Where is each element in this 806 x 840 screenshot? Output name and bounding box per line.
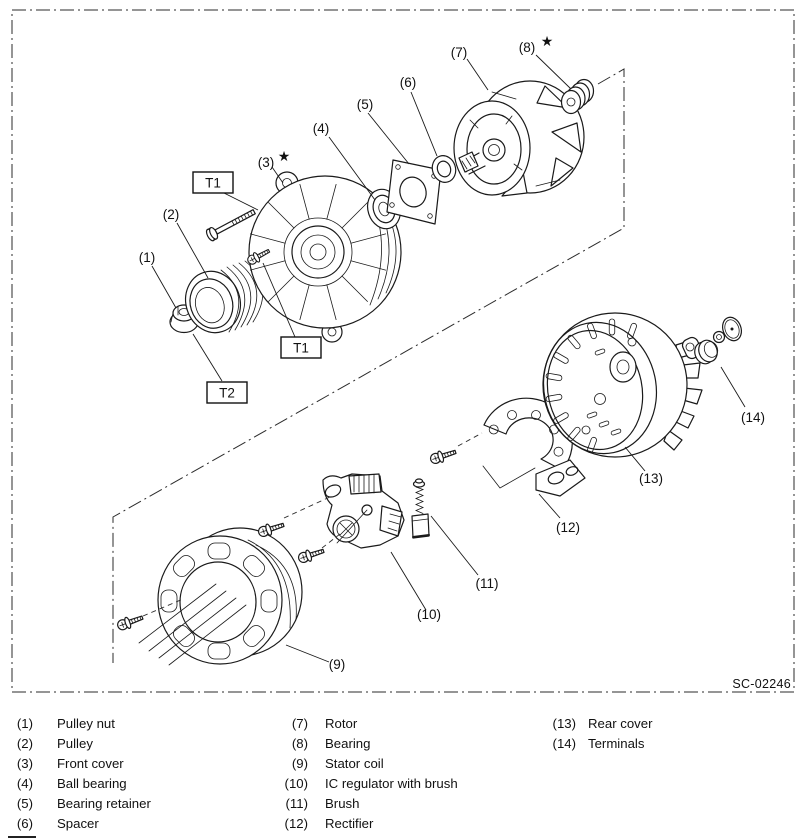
legend-num: (3) (16, 755, 33, 771)
torque-box-t1-top (192, 171, 234, 194)
diagram-code: SC-02246 (732, 677, 791, 691)
phantom-border-frame (11, 9, 795, 693)
legend-label: Brush (325, 795, 360, 811)
torque-label-t1-top: T1 (205, 176, 221, 191)
legend-column-2: (7) Rotor (8) Bearing (9) Stator coil (10) I… (280, 713, 458, 833)
legend-item-12: (12) Rectifier (280, 813, 458, 833)
callout-9: (9) (329, 657, 346, 672)
legend-num: (10) (284, 775, 308, 791)
legend-column-3: (13) Rear cover (14) Terminals (544, 713, 653, 753)
legend-label: Ball bearing (57, 775, 127, 791)
torque-box-t2 (206, 381, 248, 404)
callout-13: (13) (639, 471, 663, 486)
legend-column-1: (1) Pulley nut (2) Pulley (3) Front cover (… (13, 713, 151, 833)
callout-2: (2) (163, 207, 180, 222)
front-cover-part (248, 171, 402, 343)
rectifier-screw-part (428, 445, 458, 467)
callout-3: (3) (258, 155, 275, 170)
torque-label-t2: T2 (219, 386, 235, 401)
phantom-divider-line (112, 68, 625, 663)
torque-box-t1-bottom (280, 336, 322, 359)
callout-5: (5) (357, 97, 374, 112)
legend-num: (5) (16, 795, 33, 811)
legend-item-6: (6) Spacer (13, 813, 151, 833)
callout-6: (6) (400, 75, 417, 90)
legend-item-8: (8) Bearing (280, 733, 458, 753)
regulator-screw-1-part (256, 518, 286, 540)
legend-num: (6) (16, 815, 33, 831)
legend-label: Front cover (57, 755, 124, 771)
insertion-axis-lines (142, 432, 483, 617)
rear-bearing-part (560, 78, 595, 115)
upper-assembly (169, 78, 595, 343)
rear-cover-vents (545, 318, 637, 454)
legend-label: Pulley nut (57, 715, 115, 731)
callout-8: (8) (519, 40, 536, 55)
stator-coil-part (157, 527, 303, 665)
stator-windings (160, 542, 278, 660)
stator-bolt-part (115, 611, 145, 633)
legend-label: Rotor (325, 715, 358, 731)
legend-label: Rectifier (325, 815, 374, 831)
page-bottom-rule (8, 836, 36, 838)
note-star-icon-8: ★ (541, 33, 554, 49)
through-bolt-part (204, 205, 258, 243)
legend-num: (4) (16, 775, 33, 791)
callout-1: (1) (139, 250, 156, 265)
legend-item-7: (7) Rotor (280, 713, 458, 733)
callout-10: (10) (417, 607, 441, 622)
legend-item-11: (11) Brush (280, 793, 458, 813)
stator-alignment-lines (138, 583, 247, 666)
legend-item-13: (13) Rear cover (544, 713, 653, 733)
legend-label: Rear cover (588, 715, 653, 731)
legend-label: Stator coil (325, 755, 384, 771)
legend-item-10: (10) IC regulator with brush (280, 773, 458, 793)
legend-label: Pulley (57, 735, 93, 751)
legend-num: (12) (284, 815, 308, 831)
legend-item-2: (2) Pulley (13, 733, 151, 753)
torque-boxes: T1 T1 T2 (192, 171, 322, 404)
regulator-screw-2-part (296, 544, 326, 566)
legend-item-9: (9) Stator coil (280, 753, 458, 773)
rear-cover-part (542, 312, 703, 458)
legend-label: Bearing retainer (57, 795, 151, 811)
ic-regulator-part (322, 473, 405, 549)
spacer-part (431, 155, 457, 183)
brush-part (411, 478, 430, 539)
pulley-part (184, 260, 264, 334)
legend-item-3: (3) Front cover (13, 753, 151, 773)
cover-fins (250, 184, 386, 320)
legend-label: Terminals (588, 735, 645, 751)
torque-label-t1-bottom: T1 (293, 341, 309, 356)
legend-num: (8) (291, 735, 308, 751)
bearing-retainer-part (386, 159, 442, 225)
legend-item-1: (1) Pulley nut (13, 713, 151, 733)
legend-item-14: (14) Terminals (544, 733, 653, 753)
rotor-part (453, 80, 585, 197)
legend-num: (2) (16, 735, 33, 751)
terminals-part (681, 316, 743, 365)
legend-label: Bearing (325, 735, 371, 751)
legend-item-4: (4) Ball bearing (13, 773, 151, 793)
legend-num: (7) (291, 715, 308, 731)
note-star-icon-3: ★ (278, 148, 291, 164)
callout-14: (14) (741, 410, 765, 425)
callout-4: (4) (313, 121, 330, 136)
legend-num: (13) (552, 715, 576, 731)
legend-num: (9) (291, 755, 308, 771)
callout-12: (12) (556, 520, 580, 535)
legend-num: (1) (16, 715, 33, 731)
legend-num: (11) (285, 795, 308, 811)
legend-label: Spacer (57, 815, 99, 831)
leader-lines (151, 54, 746, 663)
legend-num: (14) (552, 735, 576, 751)
legend-item-5: (5) Bearing retainer (13, 793, 151, 813)
exploded-view-figure: T1 T1 T2 (1) (2) (3) ★ (4) (5) (6) (7) (… (11, 9, 795, 693)
lower-assembly (115, 312, 743, 666)
callout-labels: (1) (2) (3) ★ (4) (5) (6) (7) (8) ★ (9) … (139, 33, 765, 672)
callout-11: (11) (475, 576, 498, 591)
callout-7: (7) (451, 45, 468, 60)
legend-label: IC regulator with brush (325, 775, 458, 791)
